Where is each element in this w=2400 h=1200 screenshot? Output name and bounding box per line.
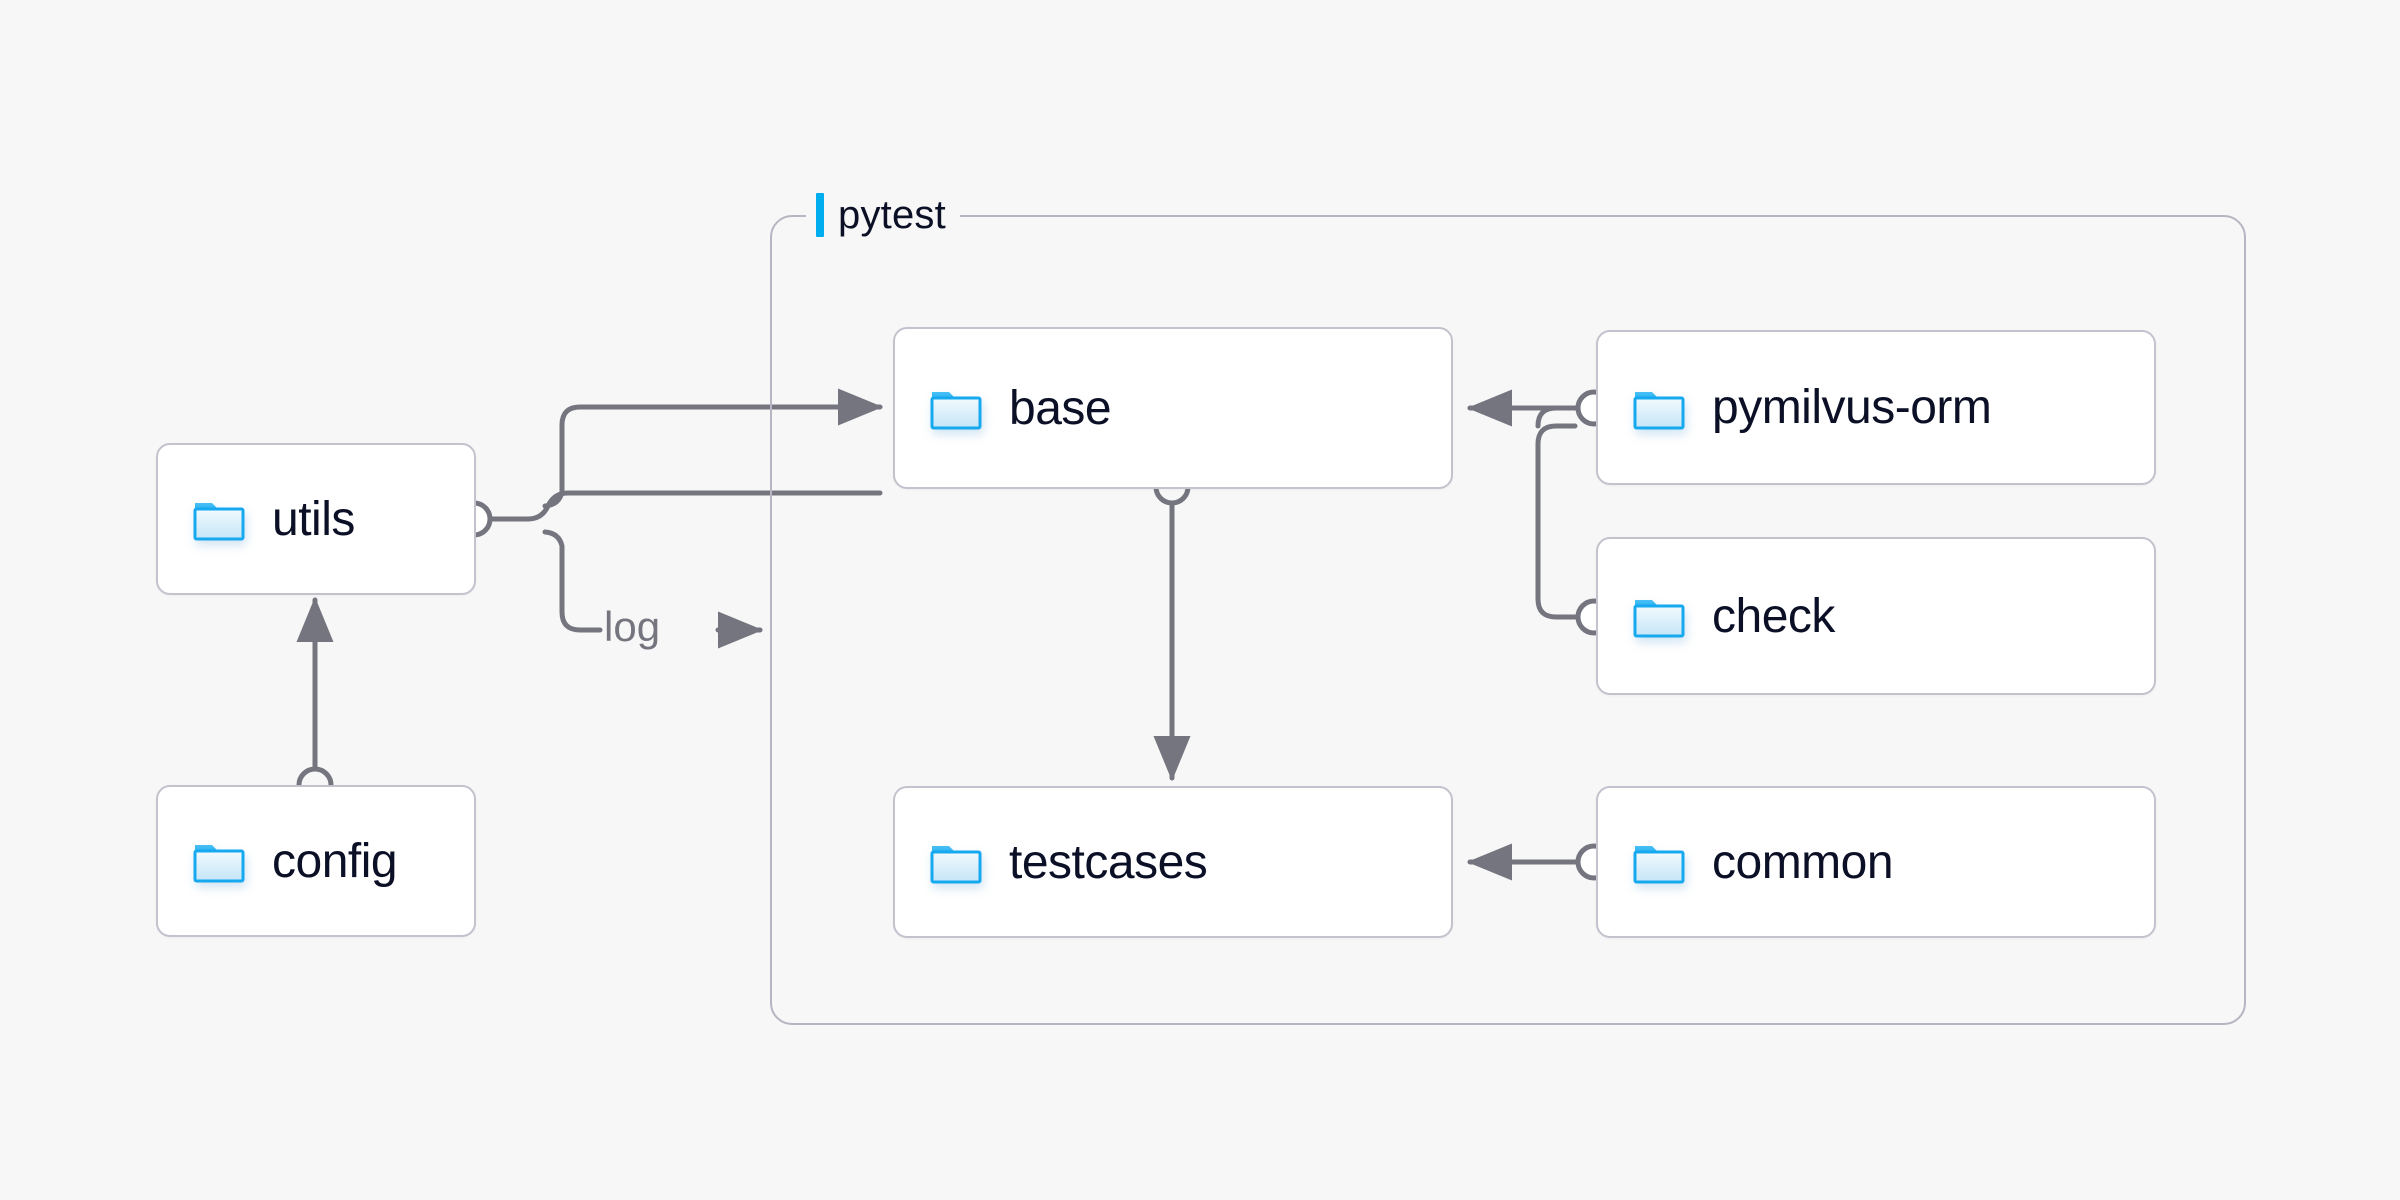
folder-icon <box>1633 391 1685 429</box>
node-label: config <box>272 834 398 888</box>
node-testcases[interactable]: testcases <box>893 786 1453 938</box>
node-base[interactable]: base <box>893 327 1453 489</box>
folder-icon <box>930 846 982 884</box>
node-label: utils <box>272 492 355 546</box>
edge-utils-to-base <box>489 388 884 522</box>
node-config[interactable]: config <box>156 785 476 937</box>
node-check[interactable]: check <box>1596 537 2156 695</box>
node-label: pymilvus-orm <box>1712 381 1992 434</box>
group-container-pytest <box>770 215 2246 1025</box>
node-common[interactable]: common <box>1596 786 2156 938</box>
folder-icon <box>193 845 245 883</box>
folder-icon <box>193 503 245 541</box>
node-pymilvus-orm[interactable]: pymilvus-orm <box>1596 330 2156 485</box>
folder-icon <box>930 392 982 430</box>
edge-config-to-utils <box>296 596 334 804</box>
edge-utils-log <box>542 529 764 649</box>
node-label: base <box>1009 381 1112 435</box>
node-label: check <box>1712 589 1835 643</box>
edge-check-to-base <box>1535 423 1578 620</box>
group-accent-bar <box>816 193 824 237</box>
node-label: testcases <box>1009 835 1208 889</box>
node-utils[interactable]: utils <box>156 443 476 595</box>
group-title-label: pytest <box>838 192 946 237</box>
node-label: common <box>1712 835 1894 889</box>
folder-icon <box>1633 846 1685 884</box>
folder-icon <box>1633 600 1685 638</box>
edge-label-log: log <box>604 603 661 650</box>
group-title-pytest: pytest <box>806 188 960 242</box>
